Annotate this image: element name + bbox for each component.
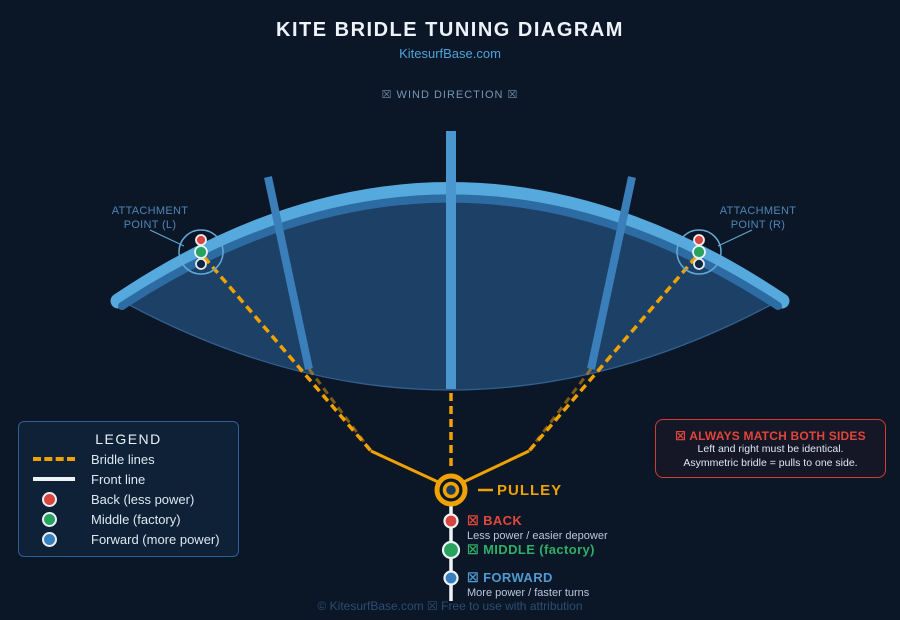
attachment-left-label: ATTACHMENT POINT (L)	[70, 204, 230, 232]
attachment-right-ring	[676, 229, 722, 275]
wind-direction-label: ☒ WIND DIRECTION ☒	[381, 89, 519, 101]
attachment-right-middle-dot	[692, 245, 706, 259]
legend-panel: LEGEND Bridle lines Front line Back (les…	[18, 421, 239, 557]
warning-line1: Left and right must be identical.	[697, 443, 844, 455]
setting-knot-forward	[443, 570, 459, 586]
pulley-label: PULLEY	[497, 482, 563, 499]
setting-knot-middle	[441, 540, 461, 560]
page-subtitle: KitesurfBase.com	[399, 46, 501, 61]
setting-forward: ☒ FORWARD More power / faster turns	[467, 571, 589, 600]
attachment-right-forward-dot	[693, 258, 705, 270]
bridle-line-left-strut	[307, 368, 373, 452]
legend-item-forward: Forward (more power)	[33, 529, 220, 549]
bridle-line-left-solid	[370, 449, 450, 489]
legend-title: LEGEND	[95, 431, 162, 447]
attachment-right-back-dot	[693, 234, 705, 246]
warning-panel: ☒ ALWAYS MATCH BOTH SIDES Left and right…	[655, 419, 886, 478]
setting-forward-sub: More power / faster turns	[467, 587, 590, 599]
legend-item-label: Bridle lines	[91, 451, 155, 467]
legend-item-middle: Middle (factory)	[33, 509, 181, 529]
back-dot-icon	[33, 491, 79, 507]
setting-forward-label: ☒ FORWARD	[467, 570, 553, 585]
left-strut	[264, 176, 313, 370]
bridle-line-right-strut	[527, 368, 593, 452]
front-line-swatch-icon	[33, 477, 79, 481]
bridle-lines-swatch-icon	[33, 457, 79, 461]
attachment-left-forward-dot	[195, 258, 207, 270]
kite-trailing-edge	[119, 299, 781, 391]
setting-back: ☒ BACK Less power / easier depower	[467, 514, 608, 543]
attachment-left-ring	[178, 229, 224, 275]
legend-item-back: Back (less power)	[33, 489, 194, 509]
legend-item-label: Middle (factory)	[91, 511, 181, 527]
attachment-right-connector	[717, 229, 753, 247]
attachment-right-label-line1: ATTACHMENT	[719, 205, 797, 217]
attachment-point-left	[149, 229, 224, 275]
bridle-line-right-solid	[452, 449, 530, 489]
attachment-left-connector	[149, 229, 185, 247]
attachment-left-label-line1: ATTACHMENT	[111, 205, 189, 217]
page-title: KITE BRIDLE TUNING DIAGRAM	[276, 19, 624, 41]
setting-back-label: ☒ BACK	[467, 513, 523, 528]
warning-line2: Asymmetric bridle = pulls to one side.	[683, 456, 858, 469]
right-strut	[587, 176, 636, 370]
attachment-point-right	[676, 229, 753, 275]
pulley	[434, 473, 468, 507]
legend-item-label: Back (less power)	[91, 491, 195, 507]
attachment-left-back-dot	[195, 234, 207, 246]
setting-middle: ☒ MIDDLE (factory)	[467, 543, 595, 557]
setting-back-sub: Less power / easier depower	[467, 530, 608, 542]
setting-middle-label: ☒ MIDDLE (factory)	[467, 542, 595, 557]
attachment-left-label-line2: POINT (L)	[123, 219, 177, 231]
warning-title: ☒ ALWAYS MATCH BOTH SIDES	[675, 429, 866, 443]
legend-item-front-line: Front line	[33, 469, 145, 489]
legend-item-label: Front line	[91, 471, 146, 487]
setting-knot-back	[443, 513, 459, 529]
attachment-right-label: ATTACHMENT POINT (R)	[678, 204, 838, 232]
attachment-left-middle-dot	[194, 245, 208, 259]
footer-attribution: © KitesurfBase.com ☒ Free to use with at…	[317, 599, 583, 613]
bridle-line-left	[202, 255, 373, 453]
attachment-right-label-line2: POINT (R)	[730, 219, 786, 231]
legend-item-bridle-lines: Bridle lines	[33, 449, 155, 469]
bridle-line-right	[527, 255, 698, 453]
middle-dot-icon	[33, 511, 79, 527]
legend-item-label: Forward (more power)	[91, 531, 220, 547]
forward-dot-icon	[33, 531, 79, 547]
